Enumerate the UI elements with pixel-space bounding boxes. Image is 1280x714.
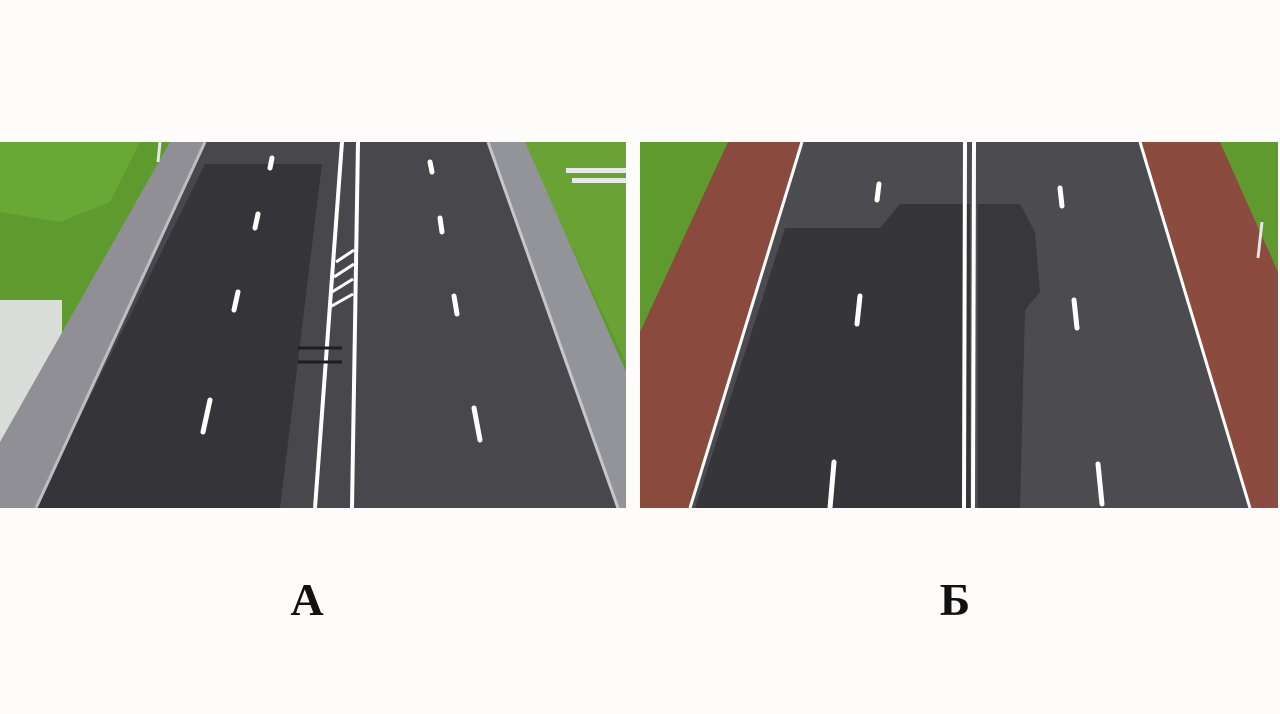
sidewalk-right — [488, 142, 626, 508]
edge-line-right — [486, 142, 620, 508]
caption-b: Б — [939, 574, 971, 625]
rail-1 — [566, 168, 626, 173]
center-line-2 — [971, 142, 976, 508]
road-photo-a — [0, 142, 626, 508]
rail-2 — [572, 178, 626, 183]
caption-a: А — [290, 574, 324, 625]
road-a-illustration — [0, 142, 626, 508]
center-line-1 — [962, 142, 967, 508]
bike-lane-left — [640, 142, 802, 508]
shadow-region-right — [978, 204, 1040, 508]
road-patch-dark — [35, 164, 322, 508]
grass-patch-right — [500, 142, 626, 362]
barrier-line-2 — [350, 142, 360, 508]
edge-line-left — [688, 142, 804, 508]
edge-line-right — [1138, 142, 1252, 508]
lane-dashes-left — [827, 181, 882, 508]
lane-dashes-left — [200, 155, 275, 435]
sidewalk-left — [0, 142, 205, 508]
hatch-marks — [329, 248, 355, 309]
pole — [1256, 221, 1264, 259]
barrier-line-1 — [313, 142, 344, 508]
lane-dashes-right — [1057, 185, 1105, 507]
lane-dashes-right — [427, 159, 483, 443]
grass-patch-left — [0, 142, 140, 222]
bike-lane-right — [1140, 142, 1278, 508]
pole — [156, 142, 162, 163]
edge-line-left — [34, 142, 207, 508]
shadow-region-left — [695, 204, 970, 508]
road-b-illustration — [640, 142, 1278, 508]
road-photo-b — [640, 142, 1278, 508]
